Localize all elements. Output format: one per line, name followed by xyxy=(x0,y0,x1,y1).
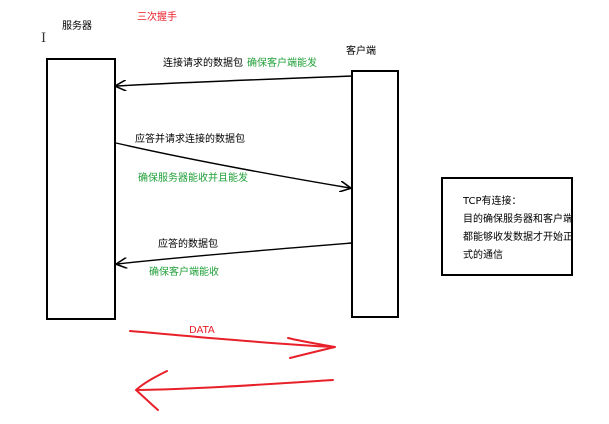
message-3-note: 确保客户端能收 xyxy=(149,267,219,278)
note-line-1: 目的确保服务器和客户端 xyxy=(463,214,573,225)
diagram-title: 三次握手 xyxy=(137,12,177,23)
arrow-ack-and-request xyxy=(115,142,350,188)
data-arrow-left xyxy=(135,370,334,411)
note-line-3: 式的通信 xyxy=(463,250,503,261)
message-3-text: 应答的数据包 xyxy=(158,239,218,250)
arrow-ack xyxy=(117,242,353,264)
message-2-text: 应答并请求连接的数据包 xyxy=(135,134,245,145)
server-box xyxy=(46,58,116,320)
message-1-text: 连接请求的数据包 xyxy=(163,58,243,69)
note-line-2: 都能够收发数据才开始正 xyxy=(463,232,573,243)
message-2-note: 确保服务器能收并且能发 xyxy=(138,173,248,184)
client-box xyxy=(351,70,399,318)
client-label: 客户端 xyxy=(346,46,376,57)
data-label: DATA xyxy=(189,325,215,336)
message-1-note: 确保客户端能发 xyxy=(247,58,317,69)
arrow-connect-request xyxy=(116,75,353,86)
data-arrow-right xyxy=(129,330,336,359)
note-title: TCP有连接： xyxy=(463,196,522,207)
text-cursor-icon: I xyxy=(41,31,47,46)
tcp-note-box: TCP有连接： 目的确保服务器和客户端 都能够收发数据才开始正 式的通信 xyxy=(441,177,573,276)
server-label: 服务器 xyxy=(62,21,92,32)
